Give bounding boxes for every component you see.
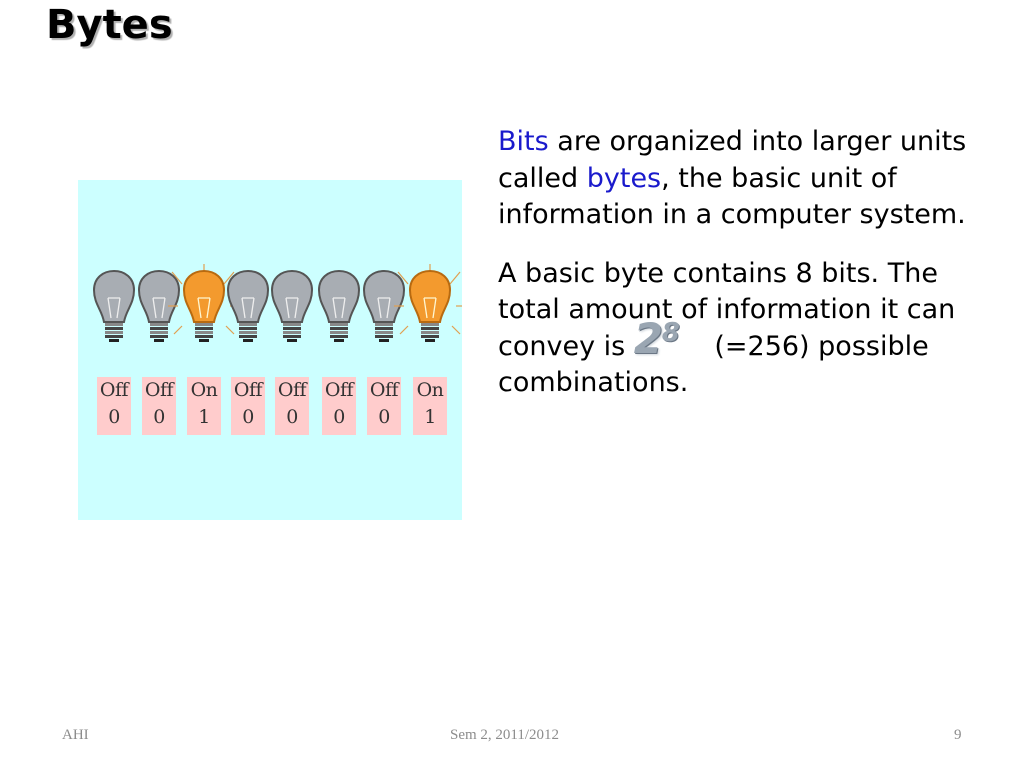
bit-state: Off	[233, 379, 263, 401]
slide-title: Bytes	[46, 2, 173, 48]
footer-semester: Sem 2, 2011/2012	[450, 727, 560, 743]
bulb-row	[92, 264, 462, 342]
bulb-on-icon	[168, 264, 240, 342]
bit-value: 1	[198, 406, 210, 428]
bit-label: Off 0	[367, 377, 401, 435]
bit-value: 1	[424, 406, 436, 428]
term-bytes: bytes	[586, 162, 662, 194]
bit-state: On	[416, 379, 444, 401]
paragraph-byte-size: A basic byte contains 8 bits. The total …	[498, 257, 956, 399]
bit-value: 0	[333, 406, 345, 428]
bulb-off-icon	[92, 269, 136, 342]
bit-value: 0	[286, 406, 298, 428]
bit-label: On 1	[413, 377, 447, 435]
power-exponent: 8	[661, 317, 680, 348]
bit-state: On	[190, 379, 218, 401]
bit-state: Off	[144, 379, 174, 401]
bit-label: Off 0	[322, 377, 356, 435]
bit-state: Off	[99, 379, 129, 401]
bit-label: Off 0	[231, 377, 265, 435]
footer-author: AHI	[62, 727, 89, 743]
bulb-panel: Off 0 Off 0 On 1 Off 0 Off 0 Off 0 Off 0 On 1	[78, 180, 462, 520]
footer-page-number: 9	[954, 727, 962, 743]
bit-value: 0	[153, 406, 165, 428]
bit-label: Off 0	[97, 377, 131, 435]
explanation-text: Bits are organized into larger units cal…	[498, 124, 968, 402]
bit-value: 0	[378, 406, 390, 428]
bulb-off-icon	[362, 269, 406, 342]
bulb-off-icon	[317, 269, 361, 342]
power-base: 2	[633, 313, 664, 363]
bit-value: 0	[242, 406, 254, 428]
bit-state: Off	[277, 379, 307, 401]
bit-state: Off	[324, 379, 354, 401]
paragraph-bits: Bits are organized into larger units cal…	[498, 126, 967, 230]
bulb-off-icon	[137, 269, 181, 342]
bit-value: 0	[108, 406, 120, 428]
bulb-off-icon	[226, 269, 270, 342]
bit-label: On 1	[187, 377, 221, 435]
bit-state: Off	[369, 379, 399, 401]
bulb-off-icon	[270, 269, 314, 342]
bulb-on-icon	[394, 264, 462, 342]
term-bits: Bits	[498, 126, 549, 157]
bit-label: Off 0	[275, 377, 309, 435]
bit-label: Off 0	[142, 377, 176, 435]
